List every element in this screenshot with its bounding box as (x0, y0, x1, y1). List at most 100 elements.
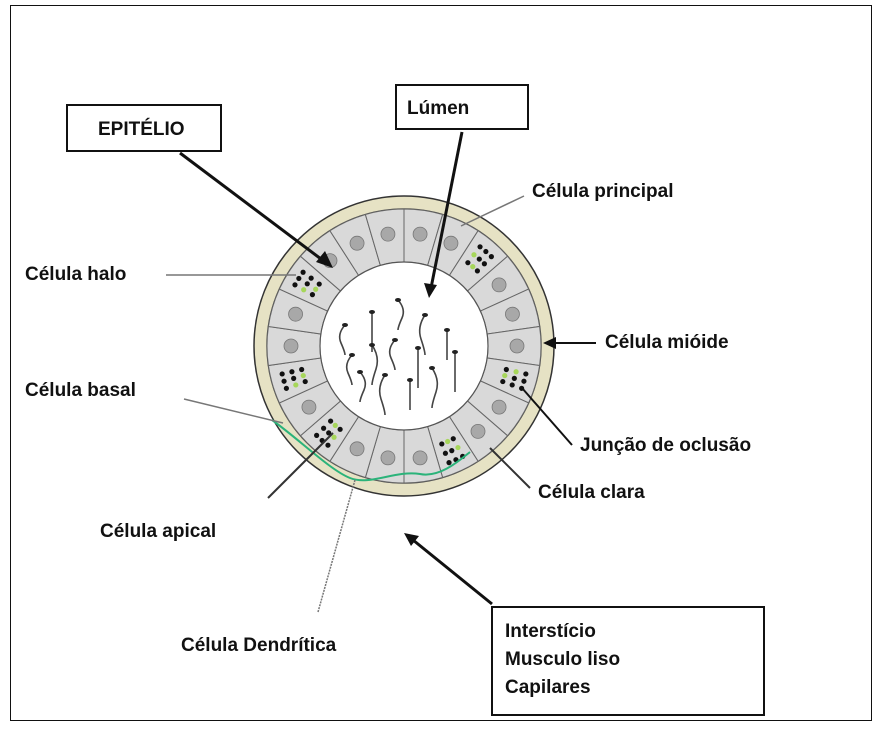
intersticio-arrow (413, 540, 492, 604)
granule (483, 249, 488, 254)
granule (331, 435, 336, 440)
sperm-head (357, 370, 363, 374)
granule (500, 379, 505, 384)
granule (321, 426, 326, 431)
granule (445, 439, 450, 444)
granule (338, 427, 343, 432)
granule (333, 423, 338, 428)
sperm-head (382, 373, 388, 377)
granule (521, 379, 526, 384)
granule (289, 369, 294, 374)
nucleus (413, 451, 427, 465)
granule (291, 376, 296, 381)
intersticio-box: Interstício Musculo liso Capilares (491, 606, 765, 716)
sperm-head (395, 298, 401, 302)
granule (512, 376, 517, 381)
epitelio-label-box: EPITÉLIO (66, 104, 222, 152)
granule (465, 260, 470, 265)
juncao-oclusao-label: Junção de oclusão (580, 436, 751, 455)
granule (439, 441, 444, 446)
sperm-head (452, 350, 458, 354)
granule (299, 367, 304, 372)
granule (475, 268, 480, 273)
celula-clara-pointer (490, 448, 530, 488)
granule (300, 270, 305, 275)
granule (477, 244, 482, 249)
nucleus (444, 236, 458, 250)
sperm-head (392, 338, 398, 342)
nucleus (505, 307, 519, 321)
granule (284, 386, 289, 391)
granule (309, 276, 314, 281)
nucleus (381, 227, 395, 241)
celula-dendritica-label: Célula Dendrítica (181, 636, 336, 655)
sperm-head (407, 378, 413, 382)
sperm-head (422, 313, 428, 317)
lumen-label: Lúmen (407, 98, 469, 120)
granule (502, 373, 507, 378)
nucleus (302, 400, 316, 414)
nucleus (492, 278, 506, 292)
intersticio-line: Interstício (505, 618, 763, 646)
sperm-head (369, 310, 375, 314)
granule (292, 282, 297, 287)
nucleus (381, 451, 395, 465)
sperm-head (444, 328, 450, 332)
granule (510, 382, 515, 387)
epitelio-arrow (180, 153, 325, 262)
celula-principal-label: Célula principal (532, 182, 673, 201)
granule (477, 256, 482, 261)
celula-clara-label: Célula clara (538, 483, 645, 502)
granule (523, 371, 528, 376)
capilares-line: Capilares (505, 674, 763, 702)
granule (455, 445, 460, 450)
granule (281, 379, 286, 384)
granule (310, 292, 315, 297)
granule (325, 443, 330, 448)
lumen-label-box: Lúmen (395, 84, 529, 130)
celula-dendritica-pointer (318, 480, 355, 612)
sperm-head (429, 366, 435, 370)
granule (280, 371, 285, 376)
granule (303, 379, 308, 384)
celula-mioide-label: Célula mióide (605, 333, 729, 352)
nucleus (471, 424, 485, 438)
nucleus (350, 236, 364, 250)
granule (313, 287, 318, 292)
sperm-head (415, 346, 421, 350)
granule (451, 436, 456, 441)
nucleus (413, 227, 427, 241)
granule (293, 382, 298, 387)
musculo-liso-line: Musculo liso (505, 646, 763, 674)
granule (504, 367, 509, 372)
granule (482, 261, 487, 266)
granule (314, 433, 319, 438)
granule (489, 254, 494, 259)
granule (317, 281, 322, 286)
celula-basal-label: Célula basal (25, 381, 136, 400)
granule (305, 281, 310, 286)
granule (449, 448, 454, 453)
granule (301, 373, 306, 378)
granule (471, 252, 476, 257)
celula-halo-label: Célula halo (25, 265, 126, 284)
nucleus (289, 307, 303, 321)
granule (301, 287, 306, 292)
nucleus (510, 339, 524, 353)
nucleus (492, 400, 506, 414)
granule (470, 264, 475, 269)
granule (513, 369, 518, 374)
granule (446, 460, 451, 465)
celula-apical-label: Célula apical (100, 522, 216, 541)
granule (296, 276, 301, 281)
granule (443, 451, 448, 456)
nucleus (350, 442, 364, 456)
sperm-head (369, 343, 375, 347)
nucleus (284, 339, 298, 353)
lumen-circle (320, 262, 488, 430)
granule (328, 418, 333, 423)
sperm-head (342, 323, 348, 327)
sperm-head (349, 353, 355, 357)
epitelio-label: EPITÉLIO (98, 119, 185, 141)
